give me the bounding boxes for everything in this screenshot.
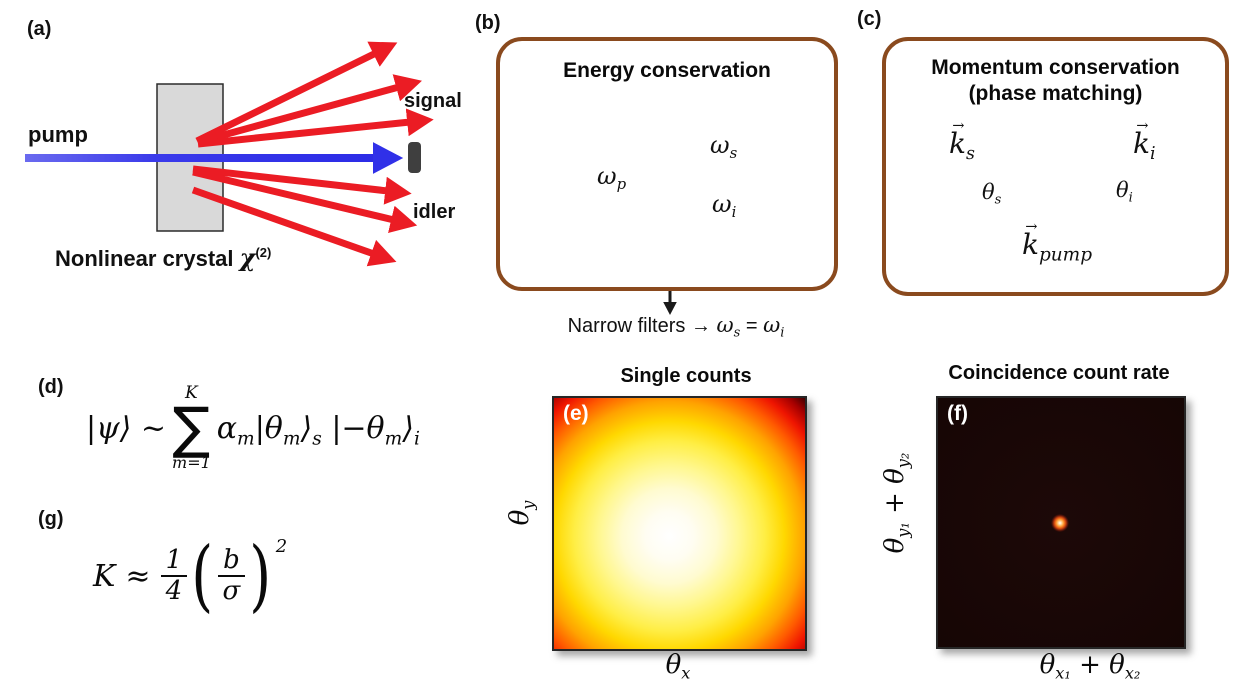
panel-f-label: (f) [947,402,968,425]
panel-b-label: (b) [475,12,501,34]
open-paren: ( [191,530,214,621]
panel-g-label: (g) [38,508,64,530]
coincidence-y-axis-label: θy₁ + θy₂ [880,452,913,554]
state-rhs: αm|θm⟩s |−θm⟩i [216,410,420,449]
panel-a-label: (a) [27,18,52,40]
one-quarter-fraction: 1 4 [160,546,188,607]
panel-c-label: (c) [857,8,882,30]
crystal-caption-text: Nonlinear crystal [55,246,234,271]
idler-arrow-1 [192,165,412,205]
panel-d-label: (d) [38,376,64,398]
squared-exponent: 2 [275,535,288,557]
coincidence-heatmap [936,396,1186,649]
omega-s-symbol: ωs [710,131,738,163]
chi-symbol: χ [239,243,256,272]
k-pump-label: →kpump [1022,217,1093,266]
panel-e-label: (e) [563,402,589,425]
k-idler-label: →ki [1133,116,1156,165]
theta-s-label: θs [982,180,1002,208]
state-lhs: |ψ⟩ ~ [86,410,167,446]
chi-superscript: (2) [255,245,272,260]
beam-stop [408,142,421,173]
schmidt-lhs: K [93,558,116,594]
signal-arrow-1 [195,41,398,145]
idler-arrow-2 [192,168,418,233]
momentum-title-line1: Momentum conservation [931,56,1180,79]
momentum-conservation-box: Momentum conservation (phase matching) [882,37,1229,296]
energy-conservation-box: Energy conservation [496,37,838,291]
coincidence-x-axis-label: θx₁ + θx₂ [1039,650,1141,683]
energy-conservation-title: Energy conservation [563,59,771,82]
close-paren: ) [249,530,272,621]
sum-operator: K ∑ m=1 [172,382,211,473]
narrow-filters-text: Narrow filters → [567,315,717,337]
omega-p-symbol: ωp [597,162,627,194]
b-over-sigma-fraction: b σ [217,546,246,607]
crystal-caption: Nonlinear crystal χ(2) [55,243,271,272]
singles-y-axis-label: θy [505,500,538,526]
signal-label: signal [404,90,462,112]
singles-x-axis-label: θx [665,650,691,683]
singles-heatmap [552,396,807,651]
signal-arrow-2 [197,74,422,146]
narrow-filters-note: Narrow filters → ωs = ωi [567,313,785,341]
approx-symbol: ≈ [125,558,151,594]
singles-title: Single counts [620,365,752,387]
theta-i-label: θi [1116,178,1133,206]
omega-i-symbol: ωi [712,190,737,222]
coincidence-title: Coincidence count rate [948,362,1170,384]
state-equation: |ψ⟩ ~ K ∑ m=1 αm|θm⟩s |−θm⟩i [86,378,420,478]
k-signal-label: →ks [949,116,975,165]
idler-arrow-3 [191,186,397,267]
schmidt-equation: K ≈ 1 4 ( b σ ) 2 [93,528,287,624]
idler-label: idler [413,201,456,223]
pump-label: pump [28,122,88,147]
momentum-title-line2: (phase matching) [968,82,1143,106]
signal-arrow-3 [197,108,434,148]
